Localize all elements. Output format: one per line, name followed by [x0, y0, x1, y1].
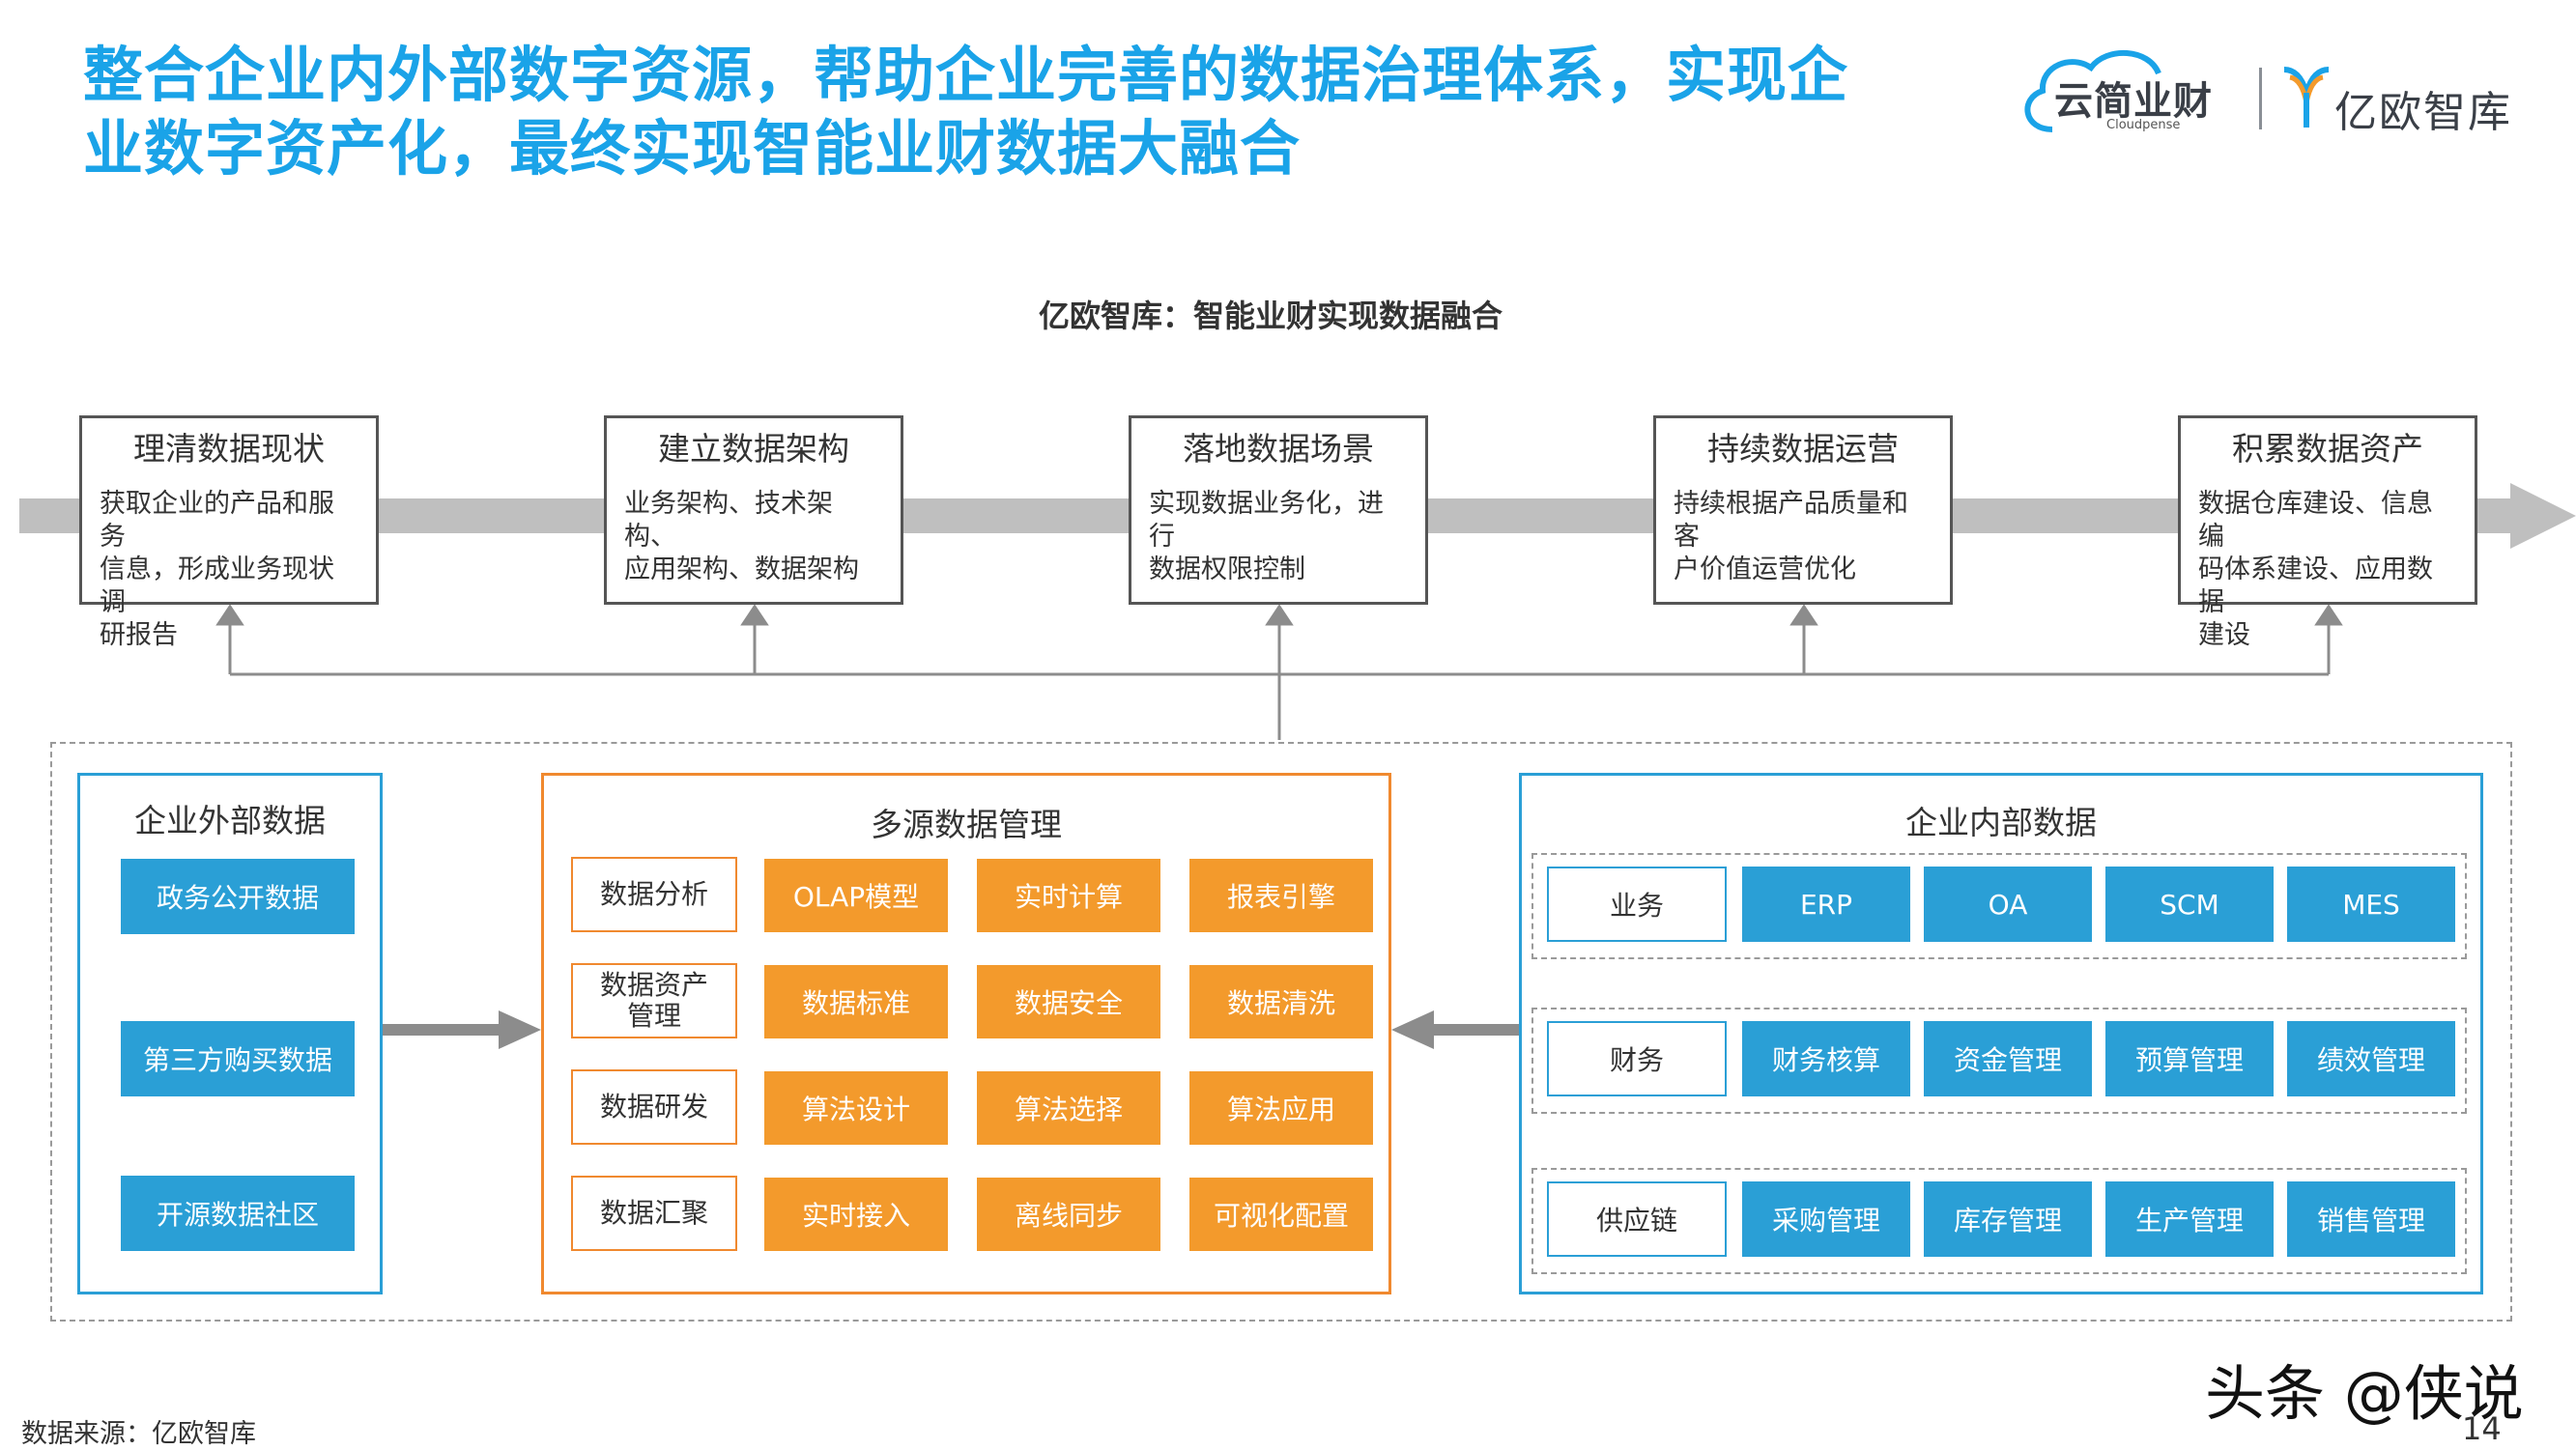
process-step-title: 积累数据资产: [2232, 430, 2423, 468]
multi-row-label: 数据研发: [571, 1069, 737, 1145]
process-step-desc-line: 户价值运营优化: [1674, 554, 1856, 584]
internal-row-label: 供应链: [1547, 1181, 1727, 1257]
multi-row-label: 数据资产 管理: [571, 963, 737, 1038]
process-step-title: 理清数据现状: [133, 430, 325, 468]
process-step-title: 建立数据架构: [658, 430, 849, 468]
multi-item: 算法选择: [977, 1071, 1160, 1145]
process-step-4: 持续数据运营持续根据产品质量和客户价值运营优化: [1653, 415, 1953, 605]
process-step-desc-line: 研报告: [100, 620, 178, 650]
cloudpense-logo-sub: Cloudpense: [2106, 118, 2181, 132]
process-step-desc: 实现数据业务化，进行数据权限控制: [1149, 488, 1408, 586]
multi-item: 实时计算: [977, 859, 1160, 932]
diagram-title: 亿欧智库：智能业财实现数据融合: [1038, 298, 1503, 334]
process-step-desc-line: 持续根据产品质量和客: [1674, 489, 1908, 552]
multi-item: 数据清洗: [1189, 965, 1373, 1038]
internal-row-frame: [1531, 853, 2467, 959]
external-data-panel: 企业外部数据 政务公开数据 第三方购买数据 开源数据社区: [77, 773, 383, 1294]
process-step-desc-line: 建设: [2198, 620, 2250, 650]
internal-row-frame: [1531, 1168, 2467, 1274]
process-step-3: 落地数据场景实现数据业务化，进行数据权限控制: [1129, 415, 1428, 605]
process-step-desc: 持续根据产品质量和客户价值运营优化: [1674, 488, 1932, 586]
process-step-desc-line: 应用架构、数据架构: [624, 554, 859, 584]
logo-divider: [2259, 68, 2262, 129]
internal-row-label: 财务: [1547, 1021, 1727, 1096]
page-number: 14: [2462, 1410, 2502, 1447]
process-step-desc-line: 码体系建设、应用数据: [2198, 554, 2433, 617]
process-step-desc-line: 实现数据业务化，进行: [1149, 489, 1384, 552]
internal-row-frame: [1531, 1008, 2467, 1114]
arrow-internal-to-multi: [1391, 1010, 1434, 1049]
internal-item: 采购管理: [1742, 1181, 1910, 1257]
cloudpense-logo: 云简业财: [2054, 79, 2213, 124]
connector-arrow-5: [2314, 604, 2343, 626]
internal-row-label: 业务: [1547, 867, 1727, 942]
cloudpense-cloud-icon: [2024, 50, 2161, 132]
process-step-desc-line: 数据仓库建设、信息编: [2198, 489, 2433, 552]
connector-arrow-1: [215, 604, 244, 626]
internal-data-title: 企业内部数据: [1905, 804, 2097, 841]
connector-arrow-4: [1789, 604, 1818, 626]
process-step-desc: 业务架构、技术架构、应用架构、数据架构: [624, 488, 883, 586]
page-title-line-2: 业数字资产化，最终实现智能业财数据大融合: [83, 113, 1302, 184]
multi-row-label: 数据分析: [571, 857, 737, 932]
page-title: 整合企业内外部数字资源，帮助企业完善的数据治理体系，实现企 业数字资产化，最终实…: [83, 39, 1996, 185]
yiou-logo: 亿欧智库: [2334, 88, 2512, 137]
multi-item: 算法应用: [1189, 1071, 1373, 1145]
external-item-gov: 政务公开数据: [121, 859, 355, 934]
process-step-desc: 获取企业的产品和服务信息，形成业务现状调研报告: [100, 488, 358, 652]
connector-arrow-2: [740, 604, 769, 626]
multi-source-title: 多源数据管理: [871, 806, 1062, 843]
process-band-arrowhead: [2510, 483, 2576, 549]
process-step-title: 落地数据场景: [1183, 430, 1374, 468]
multi-item: 可视化配置: [1189, 1178, 1373, 1251]
external-item-open-source: 开源数据社区: [121, 1176, 355, 1251]
data-sources-frame: [50, 742, 2512, 1322]
yiou-logo-icon: [2283, 67, 2330, 128]
arrow-external-to-multi: [499, 1010, 541, 1049]
multi-item: 报表引擎: [1189, 859, 1373, 932]
internal-item: 绩效管理: [2287, 1021, 2455, 1096]
multi-item: 数据安全: [977, 965, 1160, 1038]
internal-item: 资金管理: [1924, 1021, 2092, 1096]
multi-item: OLAP模型: [764, 859, 948, 932]
internal-item: 库存管理: [1924, 1181, 2092, 1257]
internal-item: 财务核算: [1742, 1021, 1910, 1096]
external-data-title: 企业外部数据: [134, 802, 326, 839]
data-source-note: 数据来源：亿欧智库: [21, 1419, 256, 1449]
multi-item: 离线同步: [977, 1178, 1160, 1251]
connector-arrow-3: [1265, 604, 1294, 626]
internal-item: 预算管理: [2105, 1021, 2274, 1096]
internal-item: SCM: [2105, 867, 2274, 942]
process-step-desc-line: 数据权限控制: [1149, 554, 1305, 584]
process-step-desc-line: 信息，形成业务现状调: [100, 554, 334, 617]
internal-item: ERP: [1742, 867, 1910, 942]
watermark: 头条 @侠说: [2205, 1358, 2524, 1429]
multi-item: 算法设计: [764, 1071, 948, 1145]
process-step-5: 积累数据资产数据仓库建设、信息编码体系建设、应用数据建设: [2178, 415, 2477, 650]
internal-item: 销售管理: [2287, 1181, 2455, 1257]
process-step-desc: 数据仓库建设、信息编码体系建设、应用数据建设: [2198, 488, 2457, 652]
internal-item: 生产管理: [2105, 1181, 2274, 1257]
process-step-2: 建立数据架构业务架构、技术架构、应用架构、数据架构: [604, 415, 903, 605]
multi-row-label: 数据汇聚: [571, 1176, 737, 1251]
multi-item: 实时接入: [764, 1178, 948, 1251]
internal-item: MES: [2287, 867, 2455, 942]
internal-item: OA: [1924, 867, 2092, 942]
external-item-third-party: 第三方购买数据: [121, 1021, 355, 1096]
page-title-line-1: 整合企业内外部数字资源，帮助企业完善的数据治理体系，实现企: [83, 40, 1849, 110]
process-step-desc-line: 业务架构、技术架构、: [624, 489, 833, 552]
multi-item: 数据标准: [764, 965, 948, 1038]
process-step-desc-line: 获取企业的产品和服务: [100, 489, 334, 552]
multi-source-panel: 多源数据管理 数据分析 OLAP模型实时计算报表引擎数据资产 管理数据标准数据安全…: [541, 773, 1391, 1294]
process-step-title: 持续数据运营: [1707, 430, 1899, 468]
process-step-1: 理清数据现状获取企业的产品和服务信息，形成业务现状调研报告: [79, 415, 379, 650]
